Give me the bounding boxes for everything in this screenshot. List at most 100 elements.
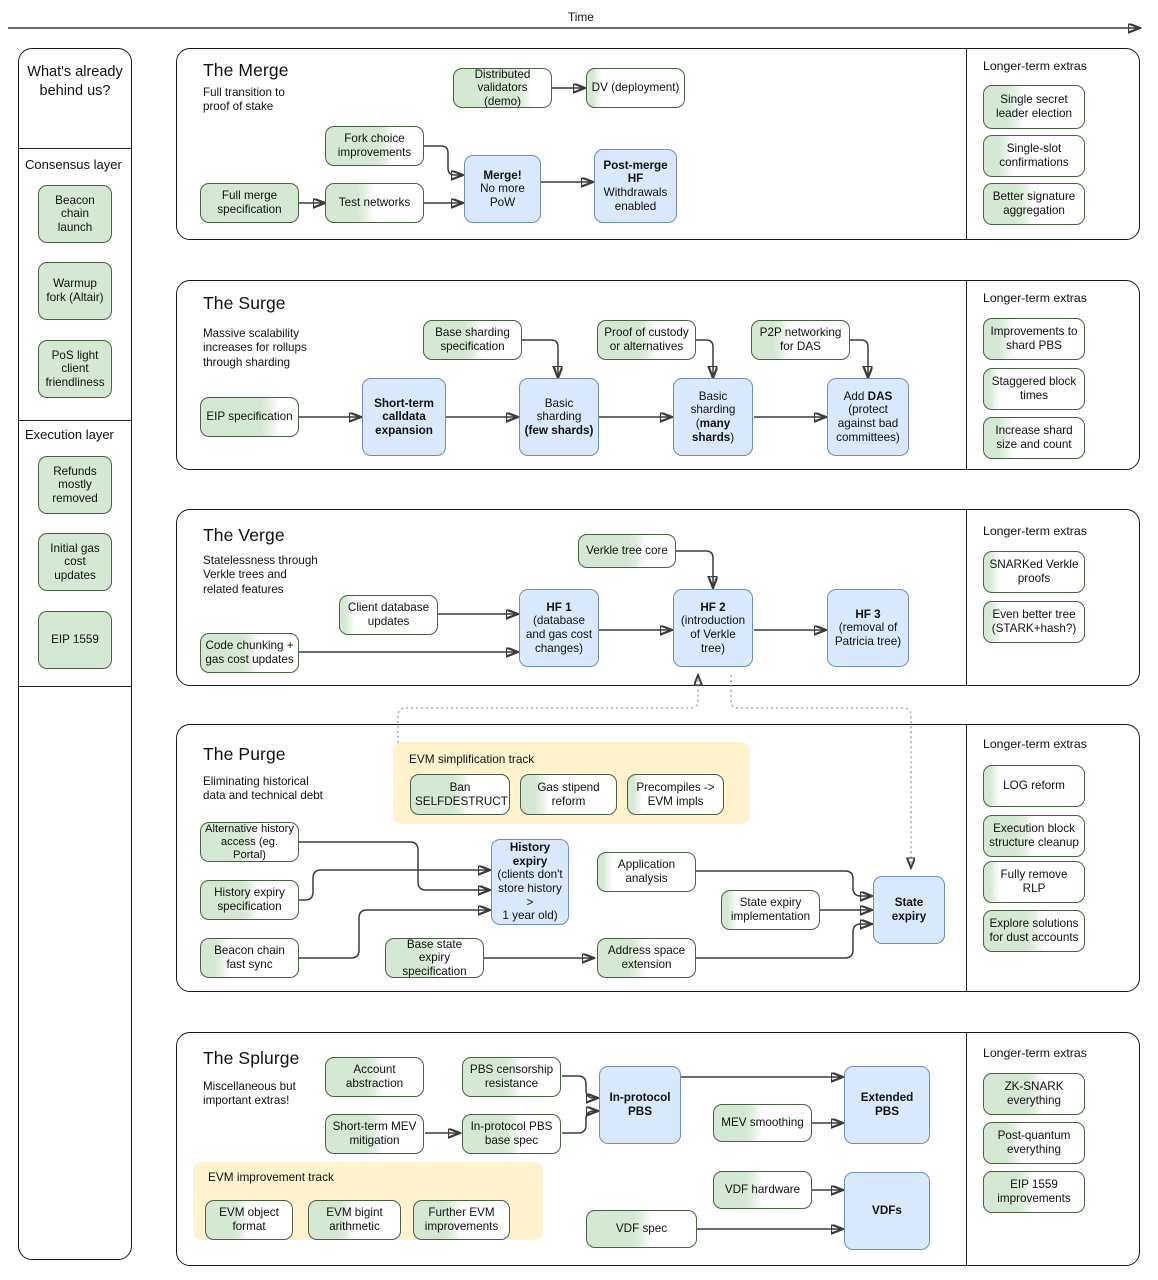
node-label: Ban SELFDESTRUCT	[415, 780, 508, 808]
node-alternative-history-access[interactable]: Alternative history access (eg. Portal)	[200, 822, 299, 862]
extra-staggered-block-times[interactable]: Staggered block times	[983, 368, 1085, 410]
node-test-networks[interactable]: Test networks	[325, 183, 424, 223]
node-vdf-spec[interactable]: VDF spec	[586, 1210, 697, 1248]
node-eip-specification[interactable]: EIP specification	[200, 397, 299, 437]
sidebar-item-label: Warmup fork (Altair)	[46, 277, 104, 304]
sidebar-item-refunds-removed[interactable]: Refunds mostly removed	[38, 456, 112, 514]
sidebar-item-beacon-chain-launch[interactable]: Beacon chain launch	[38, 185, 112, 243]
node-base-sharding-specification[interactable]: Base sharding specification	[423, 320, 522, 360]
extra-eip-1559-improvements[interactable]: EIP 1559 improvements	[983, 1171, 1085, 1213]
node-client-database-updates[interactable]: Client database updates	[339, 595, 438, 635]
surge-extras-divider	[966, 281, 967, 469]
node-ban-selfdestruct[interactable]: Ban SELFDESTRUCT	[410, 774, 510, 815]
extra-explore-solutions-dust-accounts[interactable]: Explore solutions for dust accounts	[983, 910, 1085, 952]
node-label: DV (deployment)	[591, 81, 680, 95]
node-short-term-mev-mitigation[interactable]: Short-term MEV mitigation	[325, 1114, 424, 1154]
node-in-protocol-pbs-base-spec[interactable]: In-protocol PBS base spec	[462, 1114, 561, 1154]
node-label: History expiry specification	[214, 886, 285, 913]
node-label: Beacon chain fast sync	[214, 944, 285, 971]
extra-fully-remove-rlp[interactable]: Fully remove RLP	[983, 861, 1085, 903]
sidebar-heading: What's already behind us?	[27, 64, 123, 99]
node-label: Account abstraction	[345, 1063, 404, 1090]
node-state-expiry[interactable]: State expiry	[873, 876, 945, 944]
node-label: Application analysis	[617, 858, 676, 885]
sidebar-item-warmup-fork[interactable]: Warmup fork (Altair)	[38, 262, 112, 320]
extra-single-secret-leader-election[interactable]: Single secret leader election	[983, 85, 1085, 129]
node-dv-deployment[interactable]: DV (deployment)	[586, 68, 685, 108]
phase-subtitle-purge: Eliminating historical data and technica…	[203, 775, 323, 803]
node-label: Explore solutions for dust accounts	[989, 917, 1079, 944]
sidebar-divider-2	[18, 420, 132, 421]
node-p2p-networking-das[interactable]: P2P networking for DAS	[751, 320, 850, 360]
node-label: Short-term MEV mitigation	[332, 1120, 417, 1147]
node-label: Even better tree (STARK+hash?)	[991, 608, 1077, 635]
extra-snarked-verkle-proofs[interactable]: SNARKed Verkle proofs	[983, 551, 1085, 593]
node-gas-stipend-reform[interactable]: Gas stipend reform	[520, 774, 617, 815]
node-label: VDF spec	[615, 1222, 668, 1236]
node-in-protocol-pbs[interactable]: In-protocol PBS	[599, 1066, 681, 1144]
node-vdfs[interactable]: VDFs	[844, 1172, 930, 1250]
sidebar-divider-1	[18, 148, 132, 149]
node-pbs-censorship-resistance[interactable]: PBS censorship resistance	[462, 1057, 561, 1097]
node-label: VDFs	[872, 1204, 902, 1218]
extra-execution-block-structure-cleanup[interactable]: Execution block structure cleanup	[983, 815, 1085, 857]
sidebar-item-label: PoS light client friendliness	[45, 348, 105, 389]
node-label: Fully remove RLP	[1000, 868, 1068, 895]
node-label: EIP specification	[206, 410, 293, 424]
phase-panel-surge	[176, 280, 1140, 470]
sidebar-item-label: Initial gas cost updates	[50, 541, 100, 582]
node-vdf-hardware[interactable]: VDF hardware	[713, 1171, 812, 1209]
extra-log-reform[interactable]: LOG reform	[983, 765, 1085, 807]
extra-single-slot-confirmations[interactable]: Single-slot confirmations	[983, 135, 1085, 177]
node-short-term-calldata-expansion[interactable]: Short-term calldata expansion	[362, 378, 446, 456]
node-application-analysis[interactable]: Application analysis	[597, 852, 696, 892]
node-account-abstraction[interactable]: Account abstraction	[325, 1057, 424, 1097]
node-label: Staggered block times	[991, 375, 1077, 402]
extra-post-quantum-everything[interactable]: Post-quantum everything	[983, 1122, 1085, 1164]
extra-improvements-shard-pbs[interactable]: Improvements to shard PBS	[983, 318, 1085, 360]
node-base-state-expiry-specification[interactable]: Base state expiry specification	[385, 938, 484, 978]
extras-title-verge: Longer-term extras	[983, 524, 1087, 538]
node-mev-smoothing[interactable]: MEV smoothing	[713, 1104, 812, 1142]
time-axis-label: Time	[568, 10, 594, 24]
sidebar-item-label: Beacon chain launch	[55, 193, 95, 234]
node-precompiles-evm-impls[interactable]: Precompiles -> EVM impls	[627, 774, 724, 815]
extra-increase-shard-size-count[interactable]: Increase shard size and count	[983, 417, 1085, 459]
extra-zk-snark-everything[interactable]: ZK-SNARK everything	[983, 1073, 1085, 1115]
node-history-expiry-specification[interactable]: History expiry specification	[200, 880, 299, 920]
node-verkle-tree-core[interactable]: Verkle tree core	[578, 534, 676, 568]
node-distributed-validators[interactable]: Distributed validators (demo)	[453, 68, 552, 108]
node-evm-bigint-arithmetic[interactable]: EVM bigint arithmetic	[308, 1200, 401, 1240]
sidebar-item-initial-gas-cost-updates[interactable]: Initial gas cost updates	[38, 533, 112, 591]
node-further-evm-improvements[interactable]: Further EVM improvements	[413, 1200, 510, 1240]
extra-better-signature-aggregation[interactable]: Better signature aggregation	[983, 183, 1085, 225]
node-state-expiry-implementation[interactable]: State expiry implementation	[721, 890, 820, 930]
extra-even-better-tree[interactable]: Even better tree (STARK+hash?)	[983, 601, 1085, 643]
node-label: Client database updates	[347, 601, 430, 628]
node-fork-choice-improvements[interactable]: Fork choice improvements	[325, 126, 424, 166]
node-proof-of-custody[interactable]: Proof of custody or alternatives	[597, 320, 696, 360]
node-extended-pbs[interactable]: Extended PBS	[844, 1066, 930, 1144]
node-evm-object-format[interactable]: EVM object format	[205, 1200, 293, 1240]
node-address-space-extension[interactable]: Address space extension	[597, 938, 696, 978]
sidebar-item-eip-1559[interactable]: EIP 1559	[38, 611, 112, 669]
node-beacon-chain-fast-sync[interactable]: Beacon chain fast sync	[200, 938, 299, 978]
sidebar-item-pos-light-client[interactable]: PoS light client friendliness	[38, 340, 112, 398]
node-code-chunking[interactable]: Code chunking + gas cost updates	[200, 633, 299, 673]
sidebar-group-title-consensus: Consensus layer	[25, 157, 122, 172]
node-label: PBS censorship resistance	[469, 1063, 554, 1090]
node-full-merge-specification[interactable]: Full merge specification	[200, 183, 299, 223]
sidebar-item-label: Refunds mostly removed	[52, 464, 98, 505]
